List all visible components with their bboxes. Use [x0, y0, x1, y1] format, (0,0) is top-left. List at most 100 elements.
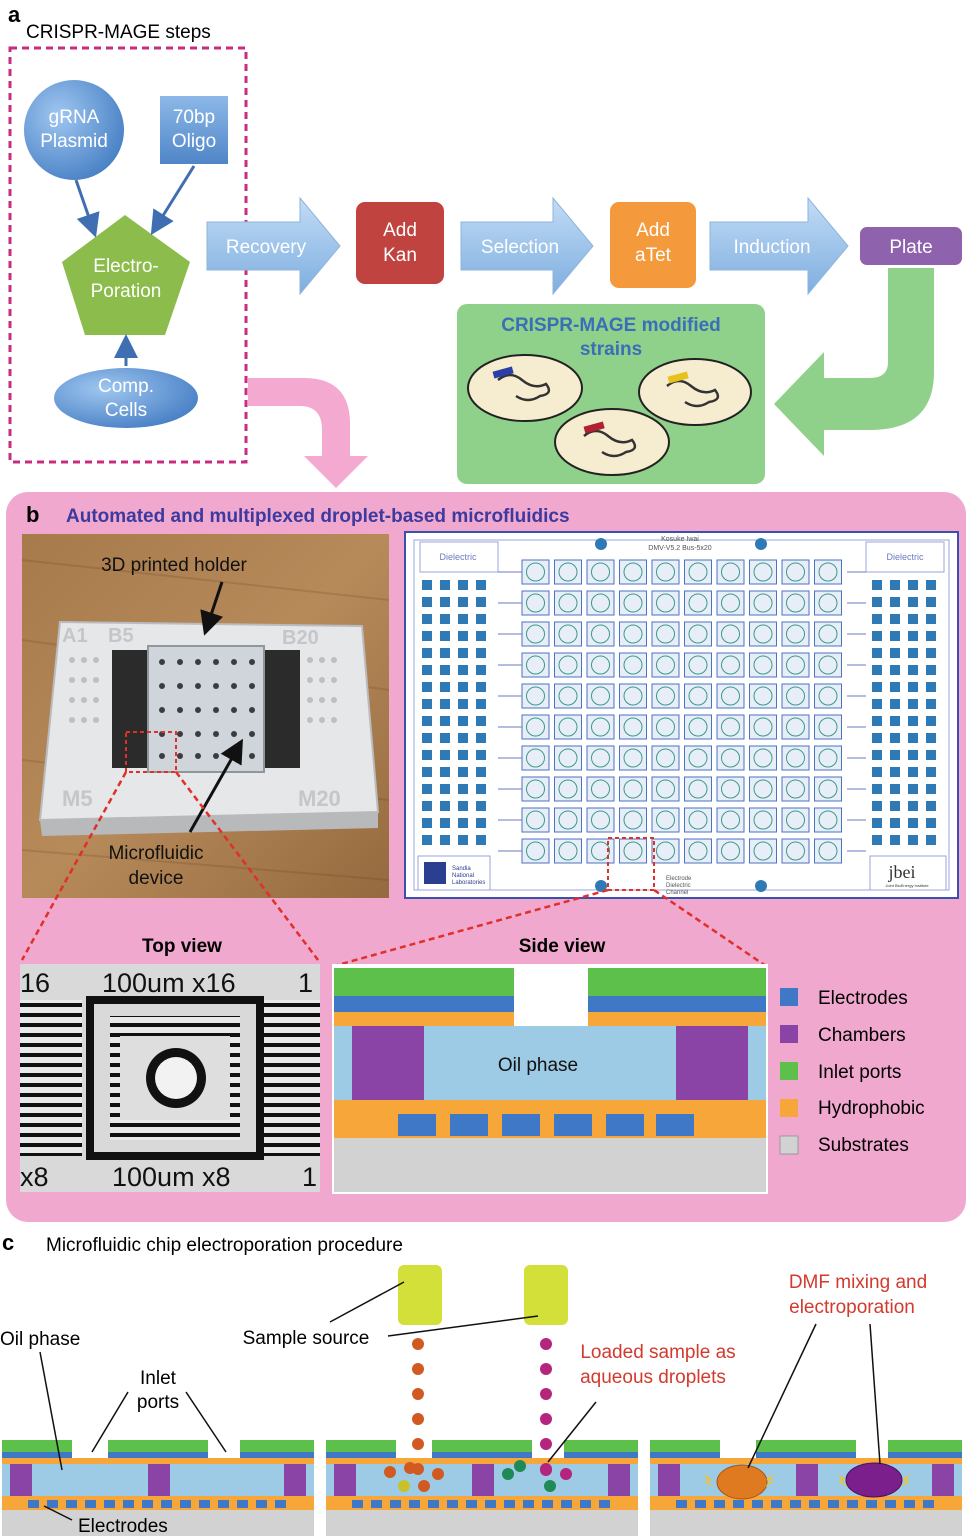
oligo-label-1: 70bp	[173, 107, 215, 128]
chip-chamber-port	[656, 686, 675, 706]
chip-chamber-port	[786, 810, 805, 830]
top-view-label-1b: 1	[302, 1162, 317, 1192]
chip-chamber-port	[688, 841, 708, 861]
stage-inlet-layer	[650, 1440, 720, 1452]
side-view-diagram: Oil phase	[332, 964, 768, 1194]
stage-electrode-layer	[2, 1452, 72, 1458]
chip-chamber-port	[721, 841, 740, 861]
strain-cell-yellow	[638, 358, 752, 426]
chip-logo-sandia-2: National	[452, 873, 474, 879]
chip-pad	[926, 648, 936, 658]
selection-label: Selection	[481, 237, 559, 258]
chip-pad	[458, 648, 468, 658]
chip-pad	[422, 699, 432, 709]
chip-chamber-port	[786, 841, 805, 861]
loaded-droplet	[398, 1480, 410, 1492]
legend-swatch-hydrophobic	[780, 1099, 798, 1117]
chip-pad	[440, 665, 450, 675]
loaded-droplet	[384, 1466, 396, 1478]
chip-pad	[890, 665, 900, 675]
chip-pad	[890, 750, 900, 760]
stage-electrode	[275, 1500, 286, 1508]
sample-source-pointer-right	[387, 1315, 539, 1337]
legend-hydrophobic: Hydrophobic	[818, 1098, 925, 1119]
chip-pad	[440, 716, 450, 726]
steps-dashed-box	[8, 46, 248, 464]
chip-pad	[458, 580, 468, 590]
chip-pad	[422, 580, 432, 590]
droplet-magenta	[540, 1338, 552, 1350]
droplet-magenta	[540, 1388, 552, 1400]
stage-electrode	[237, 1500, 248, 1508]
droplet-streams	[384, 1338, 572, 1492]
loaded-label-2: aqueous droplets	[580, 1367, 726, 1388]
chip-logo-sandia-3: Laboratories	[452, 880, 485, 886]
stage-electrode-layer	[650, 1452, 720, 1458]
panel-c-letter: c	[2, 1230, 14, 1255]
stage-substrate	[2, 1510, 314, 1536]
chip-chamber-port	[656, 655, 675, 675]
chip-pad	[476, 614, 486, 624]
chip-pad	[476, 682, 486, 692]
chip-chamber-port	[591, 810, 610, 830]
chip-chamber-port	[591, 748, 610, 768]
chip-chamber-port	[623, 779, 643, 799]
chip-pad	[458, 835, 468, 845]
chip-pad	[890, 580, 900, 590]
chip-pad	[926, 614, 936, 624]
chip-pad	[908, 767, 918, 777]
chip-chamber-port	[558, 779, 578, 799]
chip-chamber-port	[753, 686, 773, 706]
chip-pad	[476, 818, 486, 828]
chip-pad	[890, 733, 900, 743]
chip-chamber-port	[753, 810, 773, 830]
loaded-droplet	[418, 1480, 430, 1492]
chip-pad	[458, 733, 468, 743]
stage-electrode	[561, 1500, 572, 1508]
chip-chamber-port	[623, 562, 643, 582]
stage-inlet-layer	[564, 1440, 638, 1452]
zoom-line-right-a	[333, 888, 609, 968]
chip-chamber-port	[656, 562, 675, 582]
loaded-droplet	[404, 1462, 416, 1474]
chip-pad	[422, 648, 432, 658]
chip-pad	[926, 597, 936, 607]
chip-chamber-port	[688, 593, 708, 613]
chip-dielectric-right: Dielectric	[886, 552, 924, 562]
chip-pad	[422, 597, 432, 607]
chip-chamber-port	[591, 686, 610, 706]
chip-chamber-port	[623, 748, 643, 768]
stage-electrode	[390, 1500, 401, 1508]
comp-label-1: Comp.	[98, 376, 154, 397]
stage-electrode	[828, 1500, 839, 1508]
chip-chamber-port	[558, 748, 578, 768]
chip-chamber-port	[558, 686, 578, 706]
chip-pad	[908, 784, 918, 794]
stage-substrate	[326, 1510, 638, 1536]
chip-pad	[872, 767, 882, 777]
top-view-label-100x8: 100um x8	[112, 1162, 231, 1192]
oligo-node	[160, 96, 228, 164]
stage-electrode	[123, 1500, 134, 1508]
chip-chamber-port	[753, 779, 773, 799]
electrodes-pointer	[43, 1505, 73, 1521]
chip-pad	[440, 699, 450, 709]
chip-pad	[440, 750, 450, 760]
chip-pad	[422, 733, 432, 743]
loaded-droplet	[514, 1460, 526, 1472]
chip-chamber-port	[688, 655, 708, 675]
chip-pad	[458, 750, 468, 760]
chip-pad	[908, 665, 918, 675]
chip-chamber-port	[721, 655, 740, 675]
device-pointer	[188, 738, 243, 833]
chip-chamber-port	[818, 624, 838, 644]
chip-chamber-port	[656, 841, 675, 861]
chip-pad	[890, 716, 900, 726]
stage-electrode	[371, 1500, 382, 1508]
chip-chamber-port	[818, 810, 838, 830]
chip-pad	[422, 767, 432, 777]
holder-mark-m5: M5	[62, 786, 93, 811]
chip-chamber	[781, 714, 810, 740]
stage-inlet-layer	[888, 1440, 962, 1452]
zoom-region-box	[125, 731, 177, 773]
